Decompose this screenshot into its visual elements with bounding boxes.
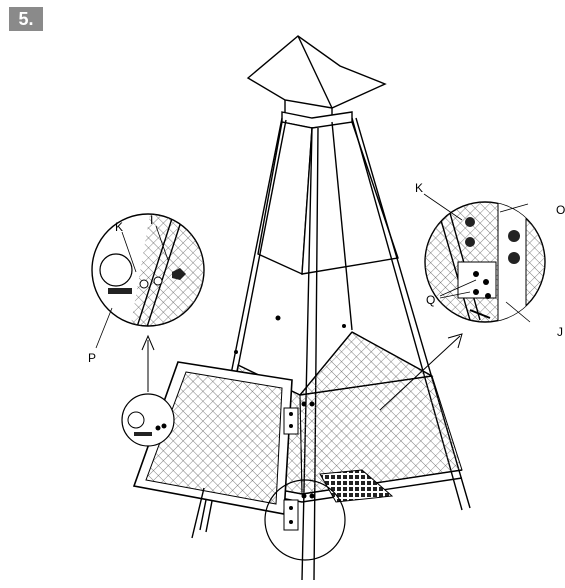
step-number-badge: 5. [9,7,43,31]
label-o-right: O [556,203,565,217]
leg-front [301,127,319,581]
label-q-right: Q [426,293,435,307]
label-k-left: K [115,220,123,234]
leg-back [331,121,353,331]
upper-panel-side [301,121,399,275]
detail-circle-left [91,213,205,349]
pyramid-frame [199,35,471,581]
bottom-grate [319,469,394,503]
label-p-left: P [88,351,96,365]
label-k-right: K [415,181,423,195]
label-i-left: I [150,213,153,227]
detail-circle-right [423,193,546,323]
arrow-up [141,334,155,392]
detail-circle-small [121,393,175,447]
door-panel [132,361,315,539]
detail-circle-bottom [264,479,346,561]
arrow-right [379,333,463,411]
mesh-panel-back [298,331,434,396]
label-j-right: J [557,325,563,339]
roof [246,35,387,109]
